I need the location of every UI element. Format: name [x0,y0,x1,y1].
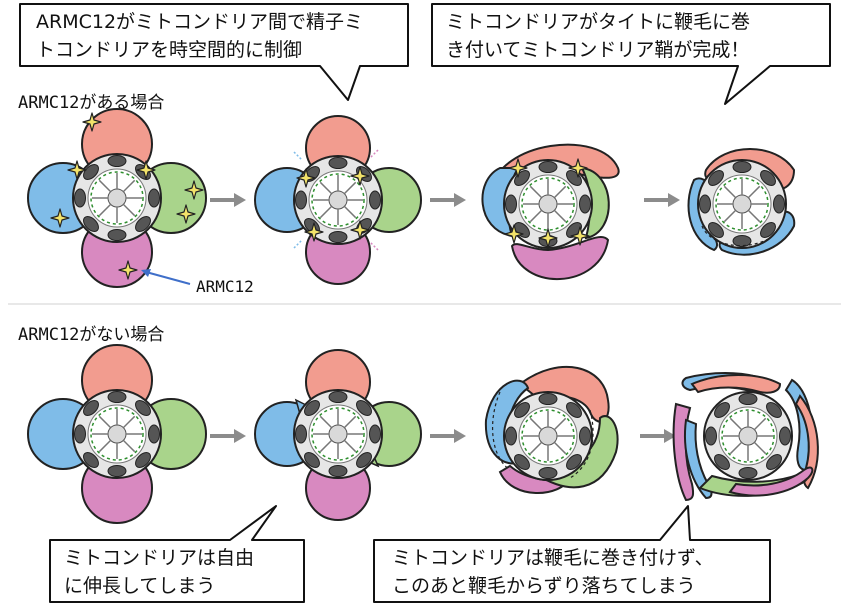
with-armc12-stage-1 [27,108,207,288]
bubble-bottom-left-line1: ミトコンドリアは自由 [64,547,254,569]
step-arrow [642,191,682,209]
without-armc12-stage-3 [484,365,619,494]
section-with-armc12-label: ARMC12がある場合 [18,93,164,113]
bubble-bottom-right-line2: このあと鞭毛からずり落ちてしまう [392,575,696,597]
bubble-bottom-left-line2: に伸長してしまう [64,575,215,597]
armc12-label: ARMC12 [196,277,254,296]
bubble-top-right-line1: ミトコンドリアがタイトに鞭毛に巻 [446,11,750,33]
section-without-armc12-label: ARMC12がない場合 [18,325,164,345]
bubble-top-left-line2: トコンドリアを時空間的に制御 [36,39,302,61]
step-arrow [428,191,468,209]
without-armc12-stage-4 [672,372,819,502]
armc12-pointer-arrow [141,269,191,285]
without-armc12-stage-1 [27,344,207,524]
speech-bubble-bottom-right: ミトコンドリアは鞭毛に巻き付けず、 このあと鞭毛からずり落ちてしまう [373,505,771,603]
without-armc12-stage-2 [254,349,422,521]
with-armc12-stage-2 [254,115,422,285]
step-arrow [428,427,468,445]
speech-bubble-top-left: ARMC12がミトコンドリア間で精子ミ トコンドリアを時空間的に制御 [19,3,409,101]
speech-bubble-top-right: ミトコンドリアがタイトに鞭毛に巻 き付いてミトコンドリア鞘が完成！ [431,3,831,105]
bubble-top-left-line1: ARMC12がミトコンドリア間で精子ミ [36,11,363,33]
speech-bubble-bottom-left: ミトコンドリアは自由 に伸長してしまう [49,505,305,603]
with-armc12-stage-4 [687,148,796,256]
step-arrow [208,191,248,209]
with-armc12-stage-3 [481,143,620,280]
step-arrow [208,427,248,445]
bubble-top-right-line2: き付いてミトコンドリア鞘が完成！ [446,39,749,61]
step-arrow [638,427,678,445]
bubble-bottom-right-line1: ミトコンドリアは鞭毛に巻き付けず、 [392,547,714,569]
